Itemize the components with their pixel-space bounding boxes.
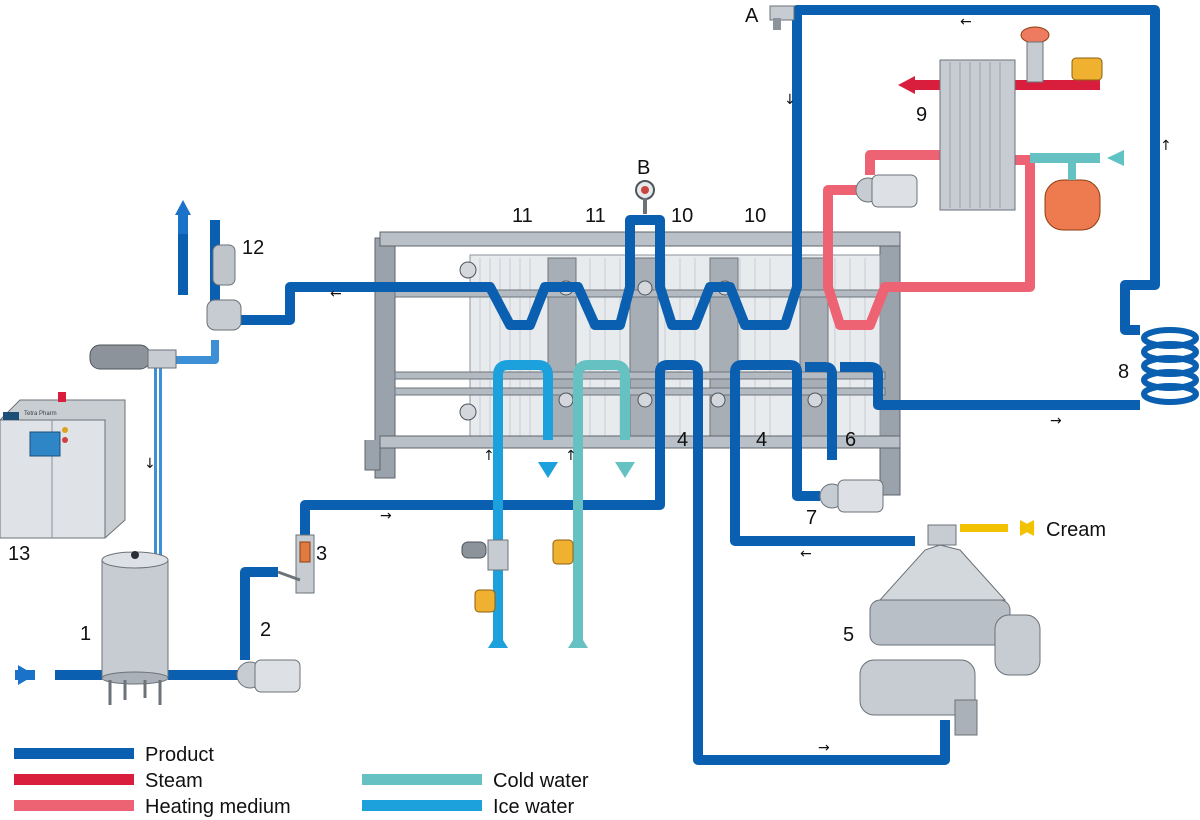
component-number-9: 9 xyxy=(916,104,927,126)
cream-outlet-label: Cream xyxy=(1046,519,1106,541)
legend-label-steam: Steam xyxy=(145,770,203,792)
legend-label-heating-medium: Heating medium xyxy=(145,796,291,818)
balance-tank xyxy=(101,551,169,705)
component-number-10: 10 xyxy=(744,205,766,227)
component-number-11: 11 xyxy=(585,205,606,227)
sampling-valve xyxy=(769,5,795,30)
legend-swatch-heating-medium xyxy=(14,800,134,811)
legend-swatch-cold-water xyxy=(362,774,482,785)
component-number-6: 6 xyxy=(845,429,856,451)
arrow-glyph: → xyxy=(818,740,830,756)
arrow-glyph: → xyxy=(1050,413,1062,429)
legend-label-product: Product xyxy=(145,744,214,766)
product-pipe-phe-bottom xyxy=(805,362,1140,460)
product-pipe-separator-return xyxy=(730,360,915,546)
legend-swatch-ice-water xyxy=(362,800,482,811)
component-number-2: 2 xyxy=(260,619,271,641)
feed-pump xyxy=(236,659,301,693)
arrow-glyph: ← xyxy=(800,546,812,562)
arrow-glyph: → xyxy=(380,508,392,524)
thermometer xyxy=(635,180,655,214)
booster-pump xyxy=(819,479,884,513)
control-panel: Tetra Pharm xyxy=(0,392,126,539)
component-number-3: 3 xyxy=(316,543,327,565)
component-number-13: 13 xyxy=(8,543,30,565)
holding-tube-coil xyxy=(1141,327,1199,405)
component-number-5: 5 xyxy=(843,624,854,646)
flow-direction-arrows xyxy=(15,76,1124,685)
point-label-b: B xyxy=(637,157,650,179)
control-panel-brand: Tetra Pharm xyxy=(24,411,57,417)
plate-heat-exchanger xyxy=(364,231,901,496)
component-number-4: 4 xyxy=(756,429,767,451)
component-number-11: 11 xyxy=(512,205,533,227)
recycle-valve xyxy=(89,344,177,370)
legend-swatch-steam xyxy=(14,774,134,785)
legend-swatch-product xyxy=(14,748,134,759)
steam-heater xyxy=(939,59,1016,211)
steam-control-valve xyxy=(1020,26,1103,83)
product-pipe-pump-to-flowmeter xyxy=(240,567,278,660)
component-number-7: 7 xyxy=(806,507,817,529)
hot-water-pump xyxy=(855,174,918,208)
arrow-glyph: ↓ xyxy=(144,456,156,472)
component-number-12: 12 xyxy=(242,237,264,259)
expansion-tank xyxy=(1044,160,1101,231)
point-label-a: A xyxy=(745,5,759,27)
component-number-labels: 1 2 3 4 4 5 6 7 8 9 10 10 11 11 12 13 A … xyxy=(8,5,1129,646)
legend-label-cold-water: Cold water xyxy=(493,770,589,792)
component-number-8: 8 xyxy=(1118,361,1129,383)
legend-label-ice-water: Ice water xyxy=(493,796,574,818)
legend: Product Steam Heating medium Cold water … xyxy=(14,744,589,818)
flow-diversion-valve xyxy=(206,244,242,331)
product-pipe-flowmeter-to-phe xyxy=(300,360,950,765)
flow-controller xyxy=(277,534,315,594)
cold-water-valve xyxy=(552,539,574,565)
component-number-4: 4 xyxy=(677,429,688,451)
separator xyxy=(859,524,1041,736)
flow-direction-glyphs: ← ↓ ↑ ← → → ↑ ↑ ← → ↓ xyxy=(144,14,1172,756)
arrow-glyph: ↑ xyxy=(565,448,577,464)
arrow-glyph: ← xyxy=(960,14,972,30)
arrow-glyph: ↑ xyxy=(1160,138,1172,154)
ice-water-valve xyxy=(461,539,509,613)
arrow-glyph: ↑ xyxy=(483,448,495,464)
component-number-10: 10 xyxy=(671,205,693,227)
arrow-glyph: ← xyxy=(330,286,342,302)
product-pipe-phe-top xyxy=(238,5,1160,335)
arrow-glyph: ↓ xyxy=(784,92,796,108)
cold-water-pipe xyxy=(573,360,630,645)
product-pipe-recycle xyxy=(154,340,219,560)
component-number-1: 1 xyxy=(80,623,91,645)
